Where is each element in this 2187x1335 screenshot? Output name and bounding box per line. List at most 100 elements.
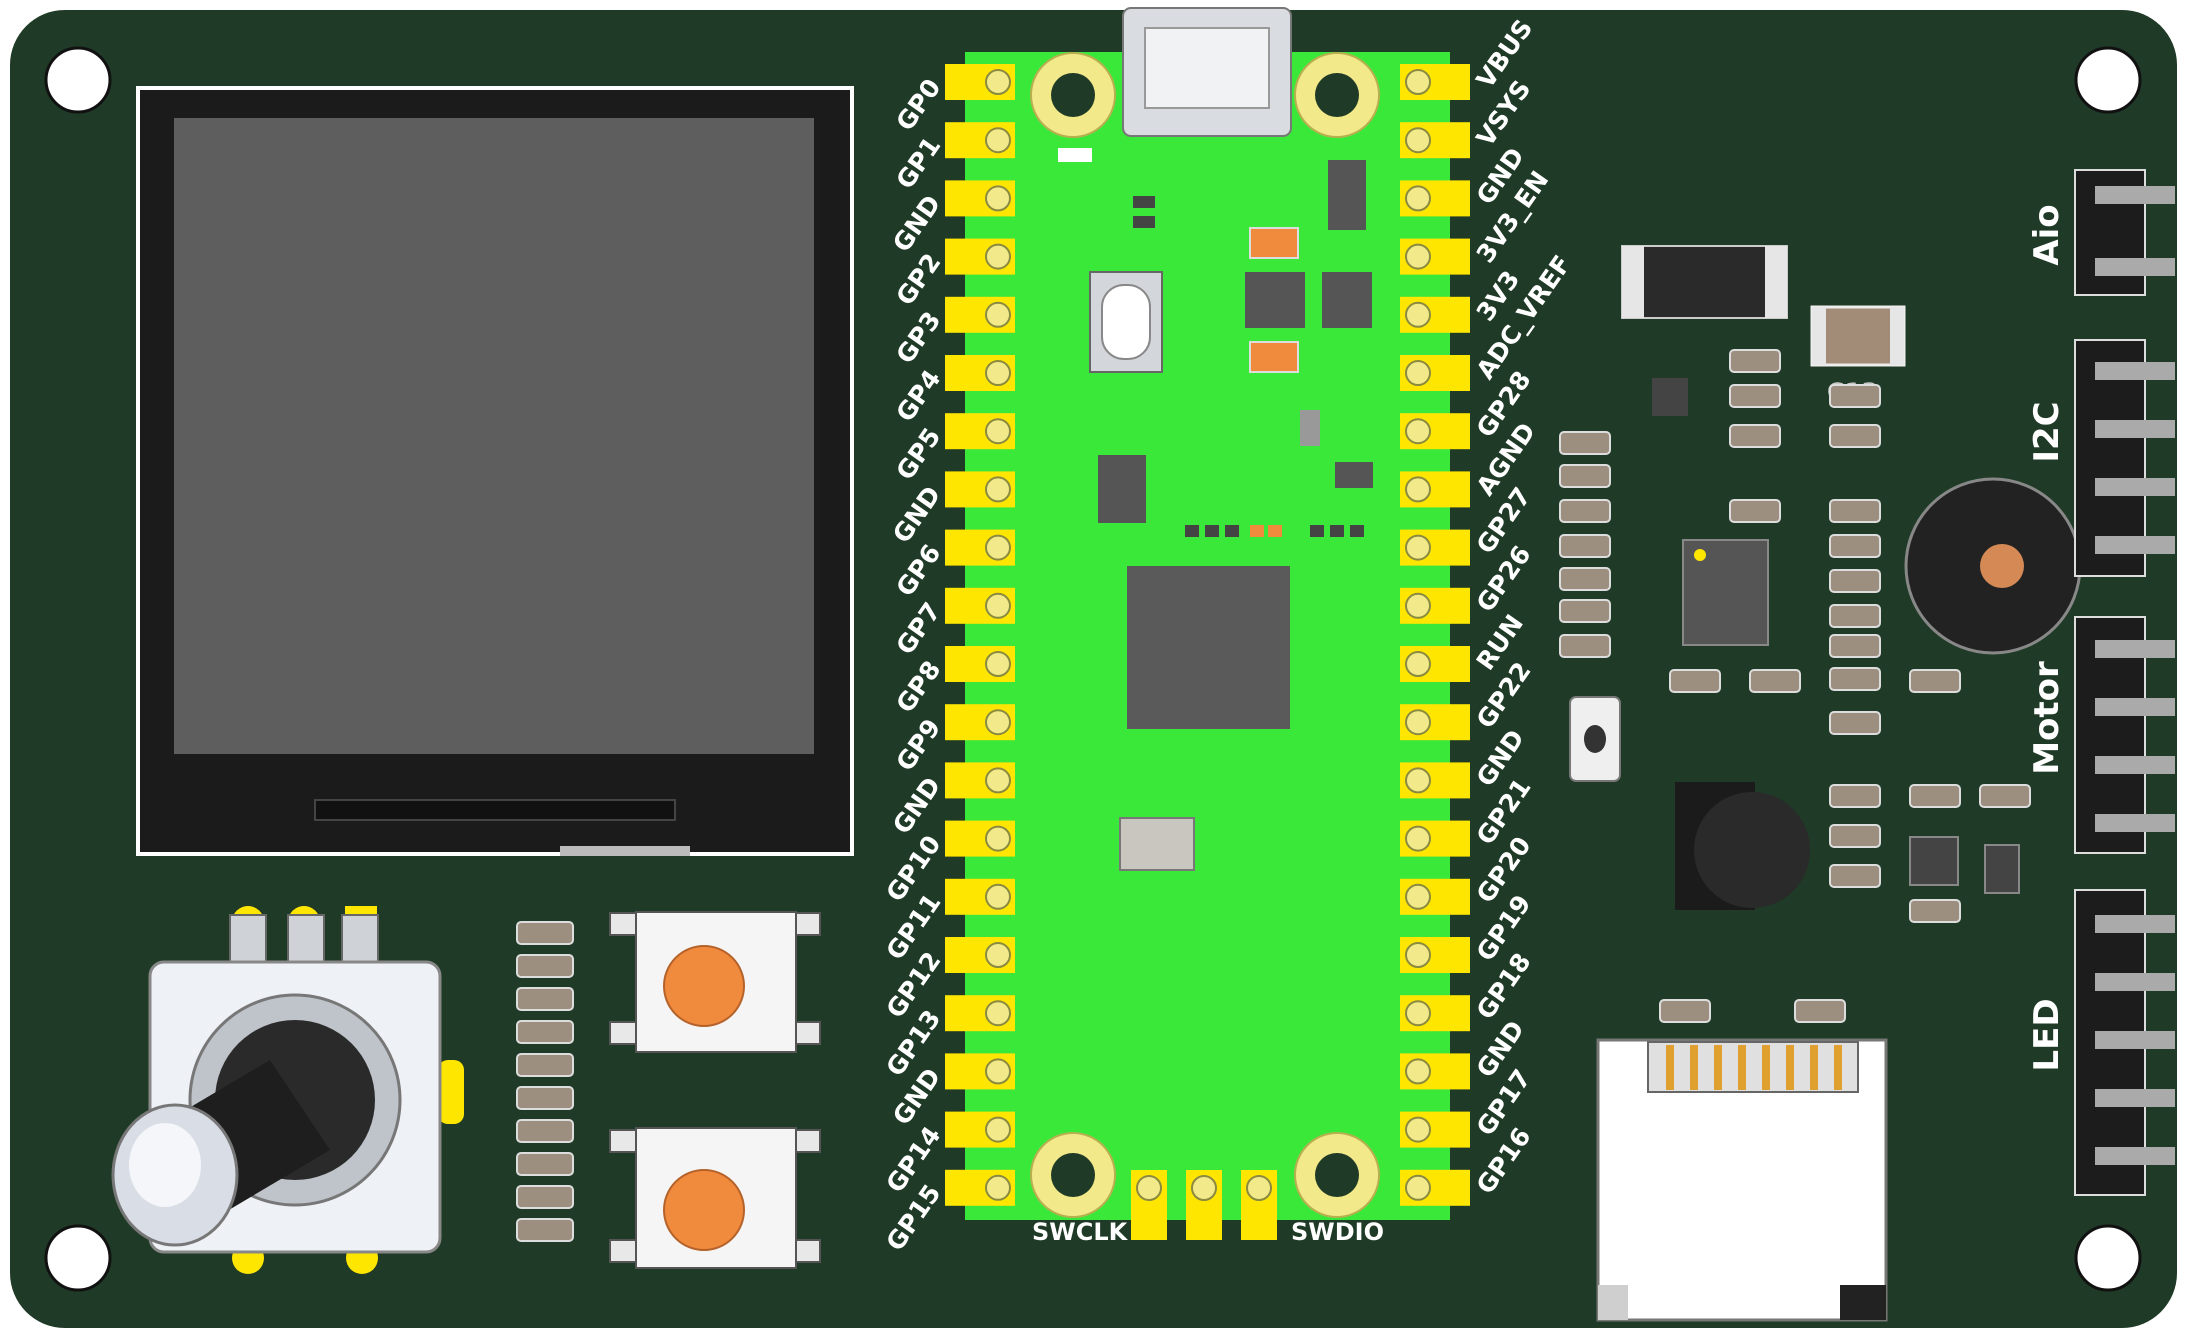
pin-hole <box>1405 1174 1431 1201</box>
smd-passive <box>1829 711 1881 735</box>
pin-hole <box>1405 651 1431 677</box>
smd-passive <box>1909 669 1961 693</box>
resistor <box>516 1053 574 1077</box>
smd-passive <box>1794 999 1846 1023</box>
resistor <box>516 1020 574 1044</box>
header-pin <box>2095 973 2175 991</box>
smd-passive <box>1559 499 1611 523</box>
led-label: LED <box>2027 998 2067 1071</box>
header-pin <box>2095 420 2175 438</box>
resistor <box>516 921 574 945</box>
pin-hole <box>985 942 1011 968</box>
smd-passive <box>1909 784 1961 808</box>
swclk-label: SWCLK <box>1032 1218 1129 1246</box>
sd-contact <box>1786 1045 1794 1090</box>
smd-passive <box>1729 499 1781 523</box>
resistor <box>516 1086 574 1110</box>
smd-passive <box>1669 669 1721 693</box>
sd-contact <box>1666 1045 1674 1090</box>
smd-passive <box>1829 384 1881 408</box>
lcd-screen <box>174 118 814 754</box>
pin-hole <box>985 592 1011 619</box>
transistor <box>1675 782 1810 910</box>
pin-hole <box>985 1000 1011 1027</box>
sot23-chip <box>1652 378 1688 416</box>
tact-button-bottom <box>609 1127 821 1269</box>
pin-hole <box>985 651 1011 677</box>
pin-hole <box>985 418 1011 445</box>
pin-hole <box>1405 243 1431 270</box>
sd-contact <box>1810 1045 1818 1090</box>
swdio-label: SWDIO <box>1291 1218 1384 1246</box>
pin-hole <box>1405 69 1431 95</box>
pin-hole <box>985 1174 1011 1201</box>
debug-pads <box>1131 1170 1277 1240</box>
header-pin <box>2095 362 2175 380</box>
pin-hole <box>985 185 1011 212</box>
sd-contact <box>1690 1045 1698 1090</box>
header-pin <box>2095 915 2175 933</box>
pin-hole <box>985 825 1011 852</box>
smd-passive <box>1829 569 1881 593</box>
microsd-pins <box>1666 1045 1842 1090</box>
smd-passive <box>1729 384 1781 408</box>
resistor-array <box>516 921 574 1242</box>
pin-hole <box>1405 301 1431 328</box>
header-pin <box>2095 536 2175 554</box>
header-pin <box>2095 1089 2175 1107</box>
smd-passive <box>1829 604 1881 628</box>
pin-hole <box>1405 185 1431 212</box>
smd-passive <box>1829 784 1881 808</box>
header-pin <box>2095 698 2175 716</box>
pin-hole <box>1405 767 1431 794</box>
pin-hole <box>1405 709 1431 736</box>
smd-passive <box>1829 634 1881 658</box>
pin-hole <box>985 767 1011 794</box>
pin-hole <box>1405 1058 1431 1085</box>
smd-passive <box>1829 499 1881 523</box>
smd-passive <box>1559 534 1611 558</box>
reset-button <box>1569 696 1621 782</box>
pin-hole <box>1405 127 1431 154</box>
smd-passive <box>1909 899 1961 923</box>
pin-hole <box>985 709 1011 736</box>
smd-passive <box>1559 431 1611 455</box>
diode <box>1621 245 1788 319</box>
pico-pin-pads <box>945 64 1470 1206</box>
pin-hole <box>1405 825 1431 852</box>
sd-contact <box>1738 1045 1746 1090</box>
capacitor-c13 <box>1810 305 1906 367</box>
smd-passive <box>1979 784 2031 808</box>
pin-hole <box>985 301 1011 328</box>
small-ics <box>1909 836 2020 894</box>
smd-passive <box>1729 349 1781 373</box>
sd-contact <box>1762 1045 1770 1090</box>
aio-label: Aio <box>2027 204 2067 265</box>
buzzer <box>1904 477 2082 655</box>
pin-hole <box>1405 883 1431 910</box>
pin-hole <box>985 360 1011 386</box>
pin-hole <box>985 1058 1011 1085</box>
sd-contact <box>1834 1045 1842 1090</box>
smd-passive <box>1659 999 1711 1023</box>
rotary-encoder <box>111 906 464 1274</box>
pin-hole <box>1405 418 1431 445</box>
header-pins <box>2095 362 2175 1165</box>
smd-passive <box>1829 824 1881 848</box>
pin-hole <box>985 1116 1011 1143</box>
smd-passive <box>1559 567 1611 591</box>
resistor <box>516 954 574 978</box>
pin-hole <box>1405 534 1431 561</box>
header-pin <box>2095 640 2175 658</box>
pico-module <box>945 7 1470 1240</box>
lcd-display <box>136 86 854 856</box>
pin-hole <box>1405 1116 1431 1143</box>
aio-header <box>2074 169 2175 296</box>
pin-hole <box>1405 476 1431 503</box>
pin-hole <box>985 476 1011 503</box>
smd-passive <box>1749 669 1801 693</box>
smd-passive <box>1829 424 1881 448</box>
smd-passive <box>1829 667 1881 691</box>
pin-hole <box>1405 592 1431 619</box>
smd-passive <box>1829 864 1881 888</box>
